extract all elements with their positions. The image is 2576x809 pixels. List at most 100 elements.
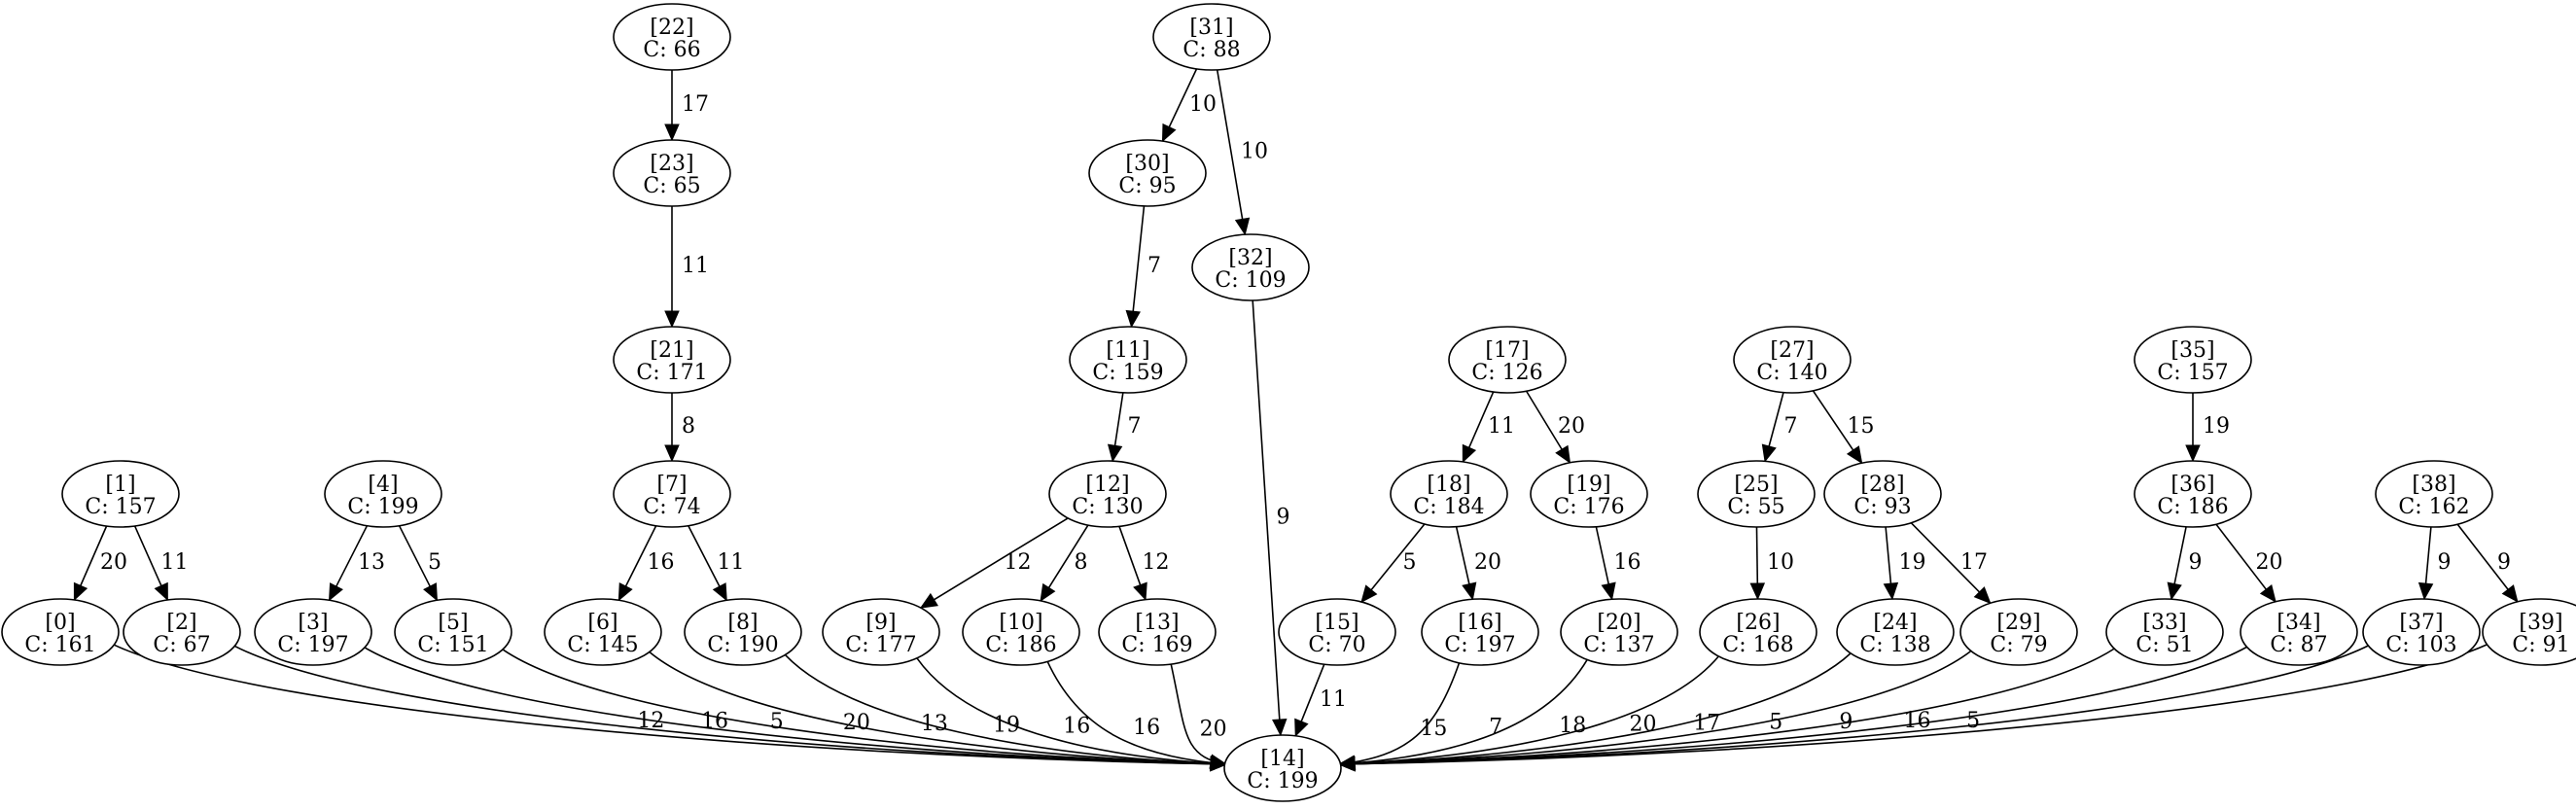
edge-weight-label: 9 xyxy=(1839,710,1853,734)
arrowhead xyxy=(1040,582,1056,603)
edge-line xyxy=(1338,650,1972,765)
node-cost-label: C: 161 xyxy=(24,633,95,657)
node-ellipse xyxy=(2134,460,2252,528)
node-cost-label: C: 67 xyxy=(153,633,210,657)
node-id-label: [24] xyxy=(1873,611,1917,635)
node-id-label: [39] xyxy=(2519,611,2562,635)
edge-7-to-6: 16 xyxy=(618,525,675,602)
edge-weight-label: 5 xyxy=(1403,550,1417,575)
node-33: [33]C: 51 xyxy=(2105,598,2224,666)
edge-16-to-14: 15 xyxy=(1337,662,1461,770)
edge-12-to-10: 8 xyxy=(1040,524,1089,603)
node-7: [7]C: 74 xyxy=(613,460,731,528)
node-ellipse xyxy=(2375,460,2493,528)
node-ellipse xyxy=(1836,598,1955,666)
node-6: [6]C: 145 xyxy=(544,598,662,666)
node-ellipse xyxy=(1,598,120,666)
edge-weight-label: 20 xyxy=(1474,550,1501,575)
node-id-label: [25] xyxy=(1734,473,1778,497)
edge-line xyxy=(1338,644,2488,765)
node-39: [39]C: 91 xyxy=(2482,598,2576,666)
node-cost-label: C: 176 xyxy=(1553,495,1624,519)
arrowhead xyxy=(154,581,168,602)
node-34: [34]C: 87 xyxy=(2240,598,2358,666)
edge-weight-label: 7 xyxy=(1128,414,1142,439)
node-31: [31]C: 88 xyxy=(1152,3,1271,71)
edge-19-to-20: 16 xyxy=(1595,526,1641,601)
node-ellipse xyxy=(1390,460,1508,528)
edge-10-to-14: 16 xyxy=(1046,660,1228,771)
node-ellipse xyxy=(61,460,180,528)
node-id-label: [29] xyxy=(1996,611,2040,635)
edge-35-to-36: 19 xyxy=(2185,393,2230,463)
node-11: [11]C: 159 xyxy=(1069,326,1187,394)
edge-line xyxy=(649,651,1227,765)
node-cost-label: C: 130 xyxy=(1072,495,1143,519)
node-id-label: [12] xyxy=(1085,473,1129,497)
node-id-label: [38] xyxy=(2412,473,2455,497)
node-37: [37]C: 103 xyxy=(2362,598,2481,666)
edge-weight-label: 16 xyxy=(1903,709,1930,733)
node-id-label: [1] xyxy=(105,473,135,497)
arrowhead xyxy=(664,444,680,463)
node-16: [16]C: 197 xyxy=(1421,598,1539,666)
arrowhead xyxy=(919,592,938,609)
edge-weight-label: 20 xyxy=(2256,550,2283,575)
node-id-label: [15] xyxy=(1315,611,1359,635)
edge-weight-label: 20 xyxy=(1200,717,1227,741)
node-id-label: [19] xyxy=(1567,473,1610,497)
node-ellipse xyxy=(613,3,731,71)
node-19: [19]C: 176 xyxy=(1530,460,1648,528)
node-ellipse xyxy=(613,139,731,207)
edge-17-to-19: 20 xyxy=(1525,390,1585,464)
node-12: [12]C: 130 xyxy=(1048,460,1167,528)
edge-18-to-16: 20 xyxy=(1455,526,1501,601)
node-ellipse xyxy=(1733,326,1852,394)
node-1: [1]C: 157 xyxy=(61,460,180,528)
arrowhead xyxy=(1133,581,1147,601)
arrowhead xyxy=(1462,443,1477,464)
node-cost-label: C: 197 xyxy=(1444,633,1515,657)
node-cost-label: C: 109 xyxy=(1215,268,1286,293)
edge-line xyxy=(364,647,1227,765)
node-14: [14]C: 199 xyxy=(1223,734,1342,802)
node-cost-label: C: 186 xyxy=(985,633,1056,657)
edge-line xyxy=(784,653,1227,765)
node-ellipse xyxy=(1088,139,1207,207)
node-id-label: [36] xyxy=(2170,473,2214,497)
edge-18-to-15: 5 xyxy=(1360,523,1426,604)
node-id-label: [6] xyxy=(587,611,618,635)
arrowhead xyxy=(329,582,343,602)
node-cost-label: C: 199 xyxy=(347,495,418,519)
node-ellipse xyxy=(1069,326,1187,394)
edge-36-to-34: 20 xyxy=(2215,523,2283,603)
node-cost-label: C: 70 xyxy=(1308,633,1365,657)
arrowhead xyxy=(1883,581,1899,601)
node-id-label: [26] xyxy=(1736,611,1780,635)
node-id-label: [11] xyxy=(1106,338,1149,363)
node-ellipse xyxy=(962,598,1080,666)
node-cost-label: C: 157 xyxy=(2157,361,2228,385)
edge-weight-label: 10 xyxy=(1241,140,1268,164)
arrowhead xyxy=(664,123,680,142)
edge-1-to-2: 11 xyxy=(133,525,189,602)
node-ellipse xyxy=(394,598,512,666)
node-id-label: [16] xyxy=(1458,611,1501,635)
edge-39-to-14: 5 xyxy=(1337,644,2488,772)
node-cost-label: C: 91 xyxy=(2512,633,2569,657)
edge-weight-label: 9 xyxy=(2497,550,2511,575)
node-36: [36]C: 186 xyxy=(2134,460,2252,528)
edge-weight-label: 7 xyxy=(1147,254,1161,278)
node-id-label: [17] xyxy=(1485,338,1529,363)
edge-line xyxy=(2215,523,2276,603)
edge-weight-label: 5 xyxy=(428,550,441,575)
edge-weight-label: 20 xyxy=(843,711,870,735)
edge-9-to-14: 16 xyxy=(916,657,1228,771)
node-cost-label: C: 190 xyxy=(707,633,778,657)
edge-weight-label: 5 xyxy=(770,710,784,734)
node-id-label: [2] xyxy=(166,611,196,635)
node-20: [20]C: 137 xyxy=(1560,598,1678,666)
node-id-label: [20] xyxy=(1597,611,1641,635)
edge-weight-label: 20 xyxy=(1558,414,1585,439)
